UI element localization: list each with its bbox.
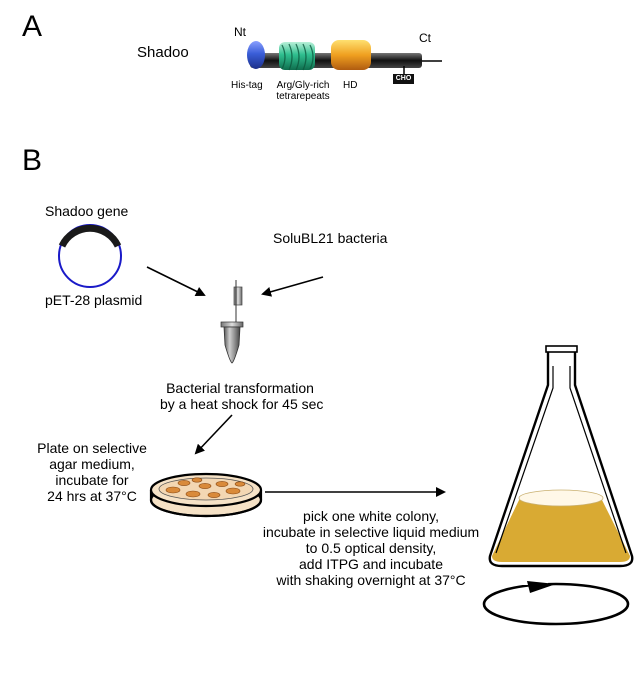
flask-medium <box>492 498 630 562</box>
plate-label: Plate on selective agar medium, incubate… <box>32 440 152 504</box>
plate-line: agar medium, <box>49 456 135 472</box>
arrow-to-plate <box>194 414 233 455</box>
cho-label: CHO <box>395 75 412 82</box>
ct-label: Ct <box>419 31 431 45</box>
rotation-arrow <box>482 579 630 626</box>
argly-domain <box>279 42 315 71</box>
erlenmeyer-flask <box>488 345 634 568</box>
panel-b-letter: B <box>22 144 43 177</box>
argly-label-line: Arg/Gly-rich <box>276 80 330 91</box>
culture-line: pick one white colony, <box>303 508 439 524</box>
transformation-line: Bacterial transformation <box>166 380 314 396</box>
panel-a-letter: A <box>22 10 43 43</box>
transformation-label: Bacterial transformation by a heat shock… <box>160 380 324 412</box>
his-tag-label: His-tag <box>231 80 263 91</box>
gene-arc <box>58 224 122 248</box>
plasmid-label: pET-28 plasmid <box>45 292 143 308</box>
shadoo-domain-diagram <box>247 40 442 84</box>
his-tag-domain <box>247 41 265 69</box>
argly-label-line: tetrarepeats <box>276 91 330 102</box>
hd-domain <box>331 40 371 70</box>
protein-name: Shadoo <box>137 44 189 61</box>
culture-label: pick one white colony, incubate in selec… <box>246 508 496 588</box>
petri-dish <box>149 472 263 518</box>
transformation-line: by a heat shock for 45 sec <box>160 396 324 412</box>
bacteria-label: SoluBL21 bacteria <box>273 230 388 246</box>
argly-label: Arg/Gly-rich tetrarepeats <box>271 80 335 102</box>
culture-line: add ITPG and incubate <box>299 556 443 572</box>
plate-line: incubate for <box>55 472 129 488</box>
workflow-diagram <box>58 224 634 626</box>
plate-line: Plate on selective <box>37 440 147 456</box>
culture-line: incubate in selective liquid medium <box>262 524 480 540</box>
culture-line: with shaking overnight at 37°C <box>276 572 466 588</box>
eppendorf-tube <box>220 280 244 364</box>
arrow-bacteria-to-tube <box>261 276 324 297</box>
hd-label: HD <box>343 80 358 91</box>
culture-line: to 0.5 optical density, <box>305 540 437 556</box>
arrow-plasmid-to-tube <box>146 266 206 296</box>
plate-line: 24 hrs at 37°C <box>47 488 137 504</box>
cho-box <box>393 74 414 84</box>
gene-label: Shadoo gene <box>45 203 129 219</box>
nt-label: Nt <box>234 25 246 39</box>
